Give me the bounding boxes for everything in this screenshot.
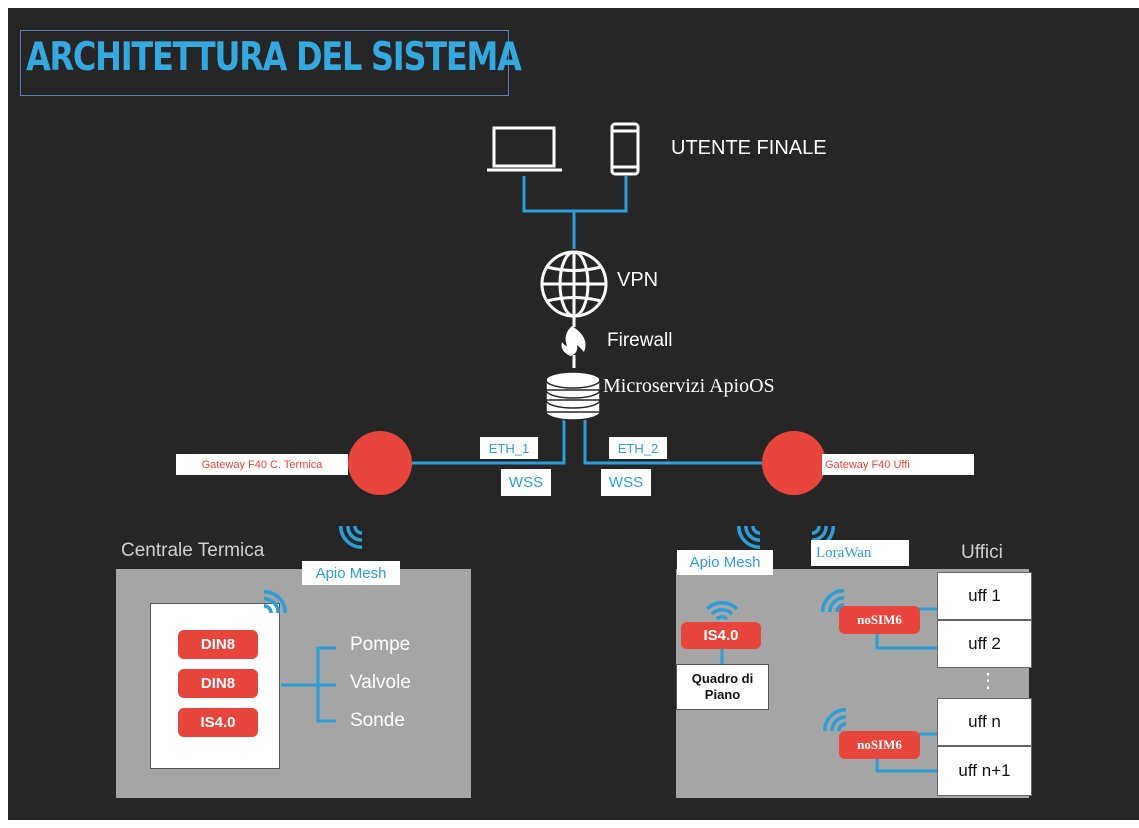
din8-device: DIN8 bbox=[178, 630, 258, 659]
wifi-icon bbox=[821, 589, 845, 613]
wifi-icon bbox=[823, 708, 847, 732]
is40-device: IS4.0 bbox=[681, 622, 761, 649]
is40-device: IS4.0 bbox=[178, 708, 258, 737]
office-box: uff n+1 bbox=[937, 746, 1032, 796]
nosim6-device: noSIM6 bbox=[839, 731, 920, 759]
eth2-line bbox=[583, 420, 763, 465]
centrale-title: Centrale Termica bbox=[121, 540, 265, 561]
wifi-icon bbox=[737, 525, 761, 549]
eth1-line bbox=[412, 420, 566, 465]
eth1-label: ETH_1 bbox=[480, 437, 538, 459]
quadro-line2: Piano bbox=[704, 687, 741, 702]
user-label: UTENTE FINALE bbox=[671, 137, 827, 159]
laptop-icon bbox=[487, 126, 562, 172]
vpn-label: VPN bbox=[617, 269, 659, 291]
gateway-termica-label: Gateway F40 C. Termica bbox=[176, 454, 348, 475]
quadro-di-piano-box: Quadro di Piano bbox=[676, 664, 769, 710]
din8-device: DIN8 bbox=[178, 669, 258, 698]
page-title: ARCHITETTURA DEL SISTEMA bbox=[26, 35, 522, 80]
gateway-uffici-node bbox=[762, 431, 826, 495]
globe-icon bbox=[540, 250, 608, 318]
smartphone-icon bbox=[610, 122, 640, 176]
eth2-label: ETH_2 bbox=[609, 437, 667, 459]
uffici-title: Uffici bbox=[961, 542, 1003, 563]
office-box: uff n bbox=[937, 698, 1032, 746]
wifi-icon bbox=[339, 525, 363, 549]
flame-icon bbox=[561, 326, 586, 356]
wifi-icon bbox=[263, 590, 287, 614]
wss-right-label: WSS bbox=[601, 469, 651, 496]
output-valvole: Valvole bbox=[350, 672, 411, 693]
output-sonde: Sonde bbox=[350, 710, 405, 731]
gateway-termica-node bbox=[348, 431, 412, 495]
quadro-line1: Quadro di bbox=[691, 671, 754, 686]
output-pompe: Pompe bbox=[350, 634, 411, 655]
wss-left-label: WSS bbox=[501, 469, 551, 496]
wifi-icon bbox=[705, 601, 739, 621]
lorawan-label: LoraWan bbox=[811, 540, 909, 566]
office-ellipsis: ⋮ bbox=[978, 670, 998, 692]
title-frame bbox=[20, 30, 509, 96]
uffici-mesh-label: Apio Mesh bbox=[677, 550, 773, 575]
office-box: uff 1 bbox=[937, 572, 1032, 620]
server-icon bbox=[545, 371, 601, 421]
microservices-label: Microservizi ApioOS bbox=[603, 375, 775, 397]
centrale-mesh-label: Apio Mesh bbox=[302, 561, 400, 585]
office-box: uff 2 bbox=[937, 620, 1032, 668]
gateway-uffici-label: Gateway F40 Uffi bbox=[822, 454, 974, 475]
user-connector bbox=[522, 176, 628, 213]
firewall-label: Firewall bbox=[607, 330, 673, 351]
nosim6-device: noSIM6 bbox=[839, 606, 920, 634]
